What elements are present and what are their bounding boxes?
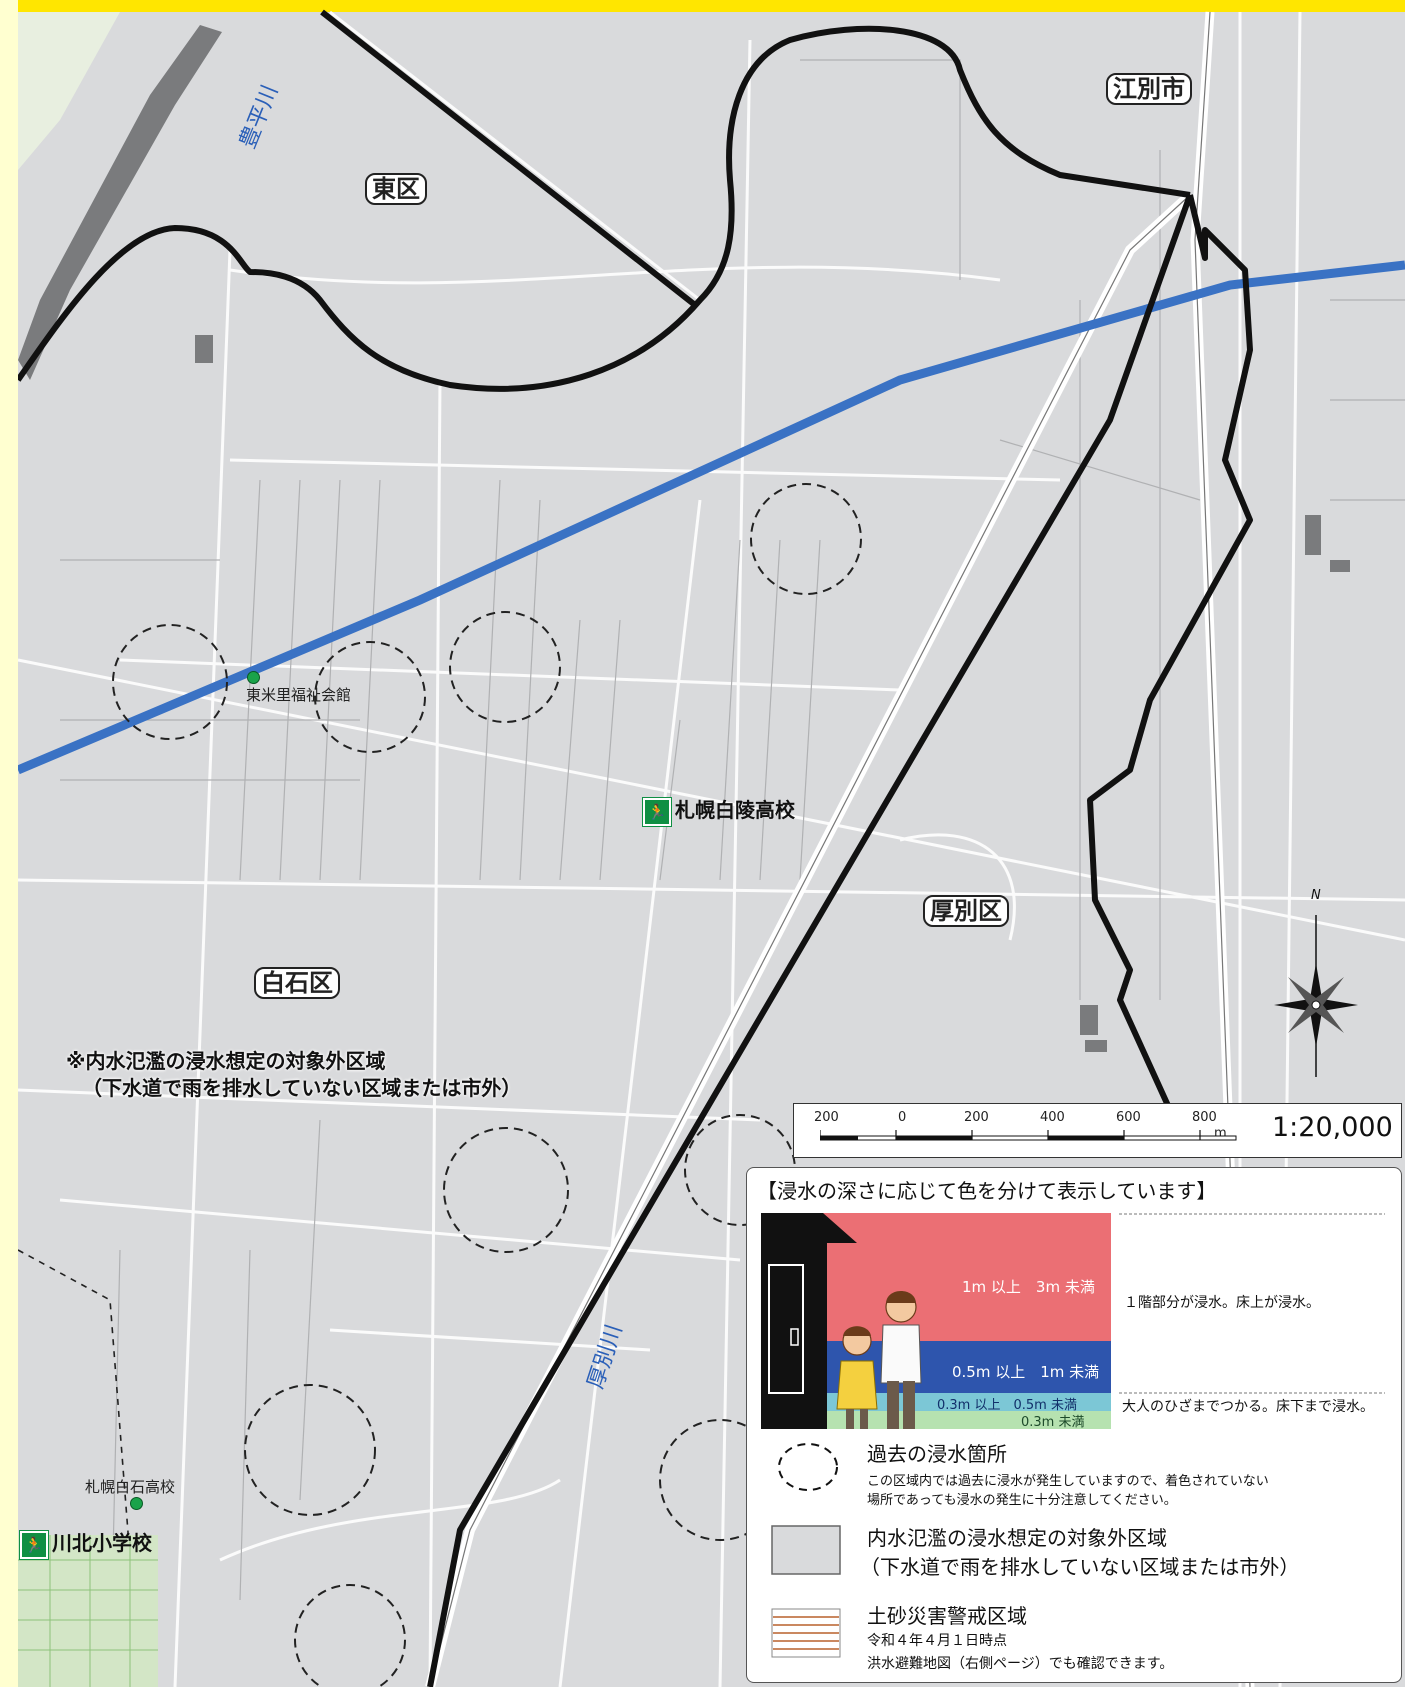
- rail-yard: [18, 25, 222, 380]
- house-icon: [761, 1213, 857, 1429]
- legend-title: 【浸水の深さに応じて色を分けて表示しています】: [757, 1179, 1217, 1203]
- compass-rose: [1274, 915, 1358, 1077]
- outside-area: [18, 12, 120, 170]
- scale-graphic: [820, 1130, 1237, 1141]
- district-label-higashi: 東区: [365, 173, 427, 205]
- landslide-date: 令和４年４月１日時点: [867, 1633, 1007, 1649]
- scale-tick: 800: [1192, 1110, 1217, 1125]
- scale-ratio: 1:20,000: [1272, 1112, 1393, 1143]
- district-label-shiroishi: 白石区: [254, 967, 340, 999]
- district-label-ebetsu: 江別市: [1106, 73, 1192, 105]
- scale-tick: 200: [814, 1110, 839, 1125]
- shelter-hakuryo-hs-label: 札幌白陵高校: [675, 798, 795, 822]
- shelter-kawakita-es[interactable]: 🏃川北小学校: [20, 1527, 152, 1559]
- place-sapporo-shiroishi-hs[interactable]: 札幌白石高校: [85, 1476, 175, 1497]
- depth-label-1m-3m: 1m 以上 3m 未満: [962, 1278, 1095, 1296]
- excluded-area-symbol: [771, 1525, 841, 1575]
- excluded-area-title: 内水氾濫の浸水想定の対象外区域: [867, 1526, 1167, 1550]
- shelter-hakuryo-hs[interactable]: 🏃札幌白陵高校: [643, 794, 795, 826]
- past-flood-desc-2: 場所であっても浸水の発生に十分注意してください。: [867, 1493, 1177, 1508]
- river-blue: [16, 260, 1405, 775]
- place-community-hall-label: 東米里福祉会館: [246, 686, 352, 704]
- place-shiroishi-hs-label: 札幌白石高校: [85, 1478, 176, 1496]
- depth-illustration: [761, 1213, 1111, 1429]
- facility-dot: [247, 671, 260, 684]
- depth-label-05m-1m: 0.5m 以上 1m 未満: [952, 1363, 1100, 1381]
- shelter-kawakita-es-label: 川北小学校: [52, 1531, 152, 1555]
- scale-tick: 400: [1040, 1110, 1065, 1125]
- depth-label-03m-05m: 0.3m 以上 0.5m 未満: [937, 1398, 1077, 1413]
- excluded-area-note: ※内水氾濫の浸水想定の対象外区域 （下水道で雨を排水していない区域または市外）: [66, 1048, 521, 1102]
- compass-north-label: N: [1311, 888, 1321, 903]
- scale-bar: 200 0 200 400 600 800 m 1:20,000: [793, 1103, 1402, 1158]
- district-boundaries: [15, 9, 1253, 1687]
- landslide-desc: 洪水避難地図（右側ページ）でも確認できます。: [867, 1656, 1174, 1672]
- past-flood-title: 過去の浸水箇所: [867, 1442, 1007, 1466]
- scale-tick: 0: [898, 1110, 907, 1125]
- past-flood-desc-1: この区域内では過去に浸水が発生していますので、着色されていない: [867, 1474, 1269, 1489]
- depth-guide-lines: [1119, 1213, 1385, 1394]
- depth-desc-2: 大人のひざまでつかる。床下まで浸水。: [1122, 1399, 1374, 1415]
- green-area-grid: [18, 1535, 158, 1687]
- note-line-2: （下水道で雨を排水していない区域または市外）: [82, 1076, 522, 1100]
- minor-roads: [60, 59, 1405, 1687]
- header-band: [0, 0, 1405, 12]
- depth-desc-1: １階部分が浸水。床上が浸水。: [1124, 1295, 1320, 1311]
- scale-tick: 600: [1116, 1110, 1141, 1125]
- evacuation-shelter-icon: 🏃: [20, 1530, 48, 1559]
- adult-figure-icon: [880, 1291, 922, 1429]
- district-label-atsubetsu: 厚別区: [923, 895, 1009, 927]
- depth-label-under-03m: 0.3m 未満: [1021, 1415, 1085, 1430]
- landslide-title: 土砂災害警戒区域: [867, 1604, 1027, 1628]
- legend-panel: 【浸水の深さに応じて色を分けて表示しています】: [746, 1167, 1402, 1683]
- note-line-1: ※内水氾濫の浸水想定の対象外区域: [66, 1049, 386, 1073]
- facility-dot-shiroishi-hs: [130, 1497, 143, 1510]
- buildings: [195, 335, 1350, 1052]
- road-network: [17, 10, 1405, 1687]
- child-figure-icon: [836, 1326, 878, 1429]
- past-flood-symbol: [778, 1443, 838, 1491]
- scale-tick: 200: [964, 1110, 989, 1125]
- evacuation-shelter-icon: 🏃: [643, 797, 671, 826]
- landslide-area-symbol: [771, 1608, 841, 1658]
- place-community-hall[interactable]: 東米里福祉会館: [243, 671, 352, 705]
- left-margin: [0, 0, 18, 1687]
- excluded-area-desc: （下水道で雨を排水していない区域または市外）: [860, 1555, 1300, 1579]
